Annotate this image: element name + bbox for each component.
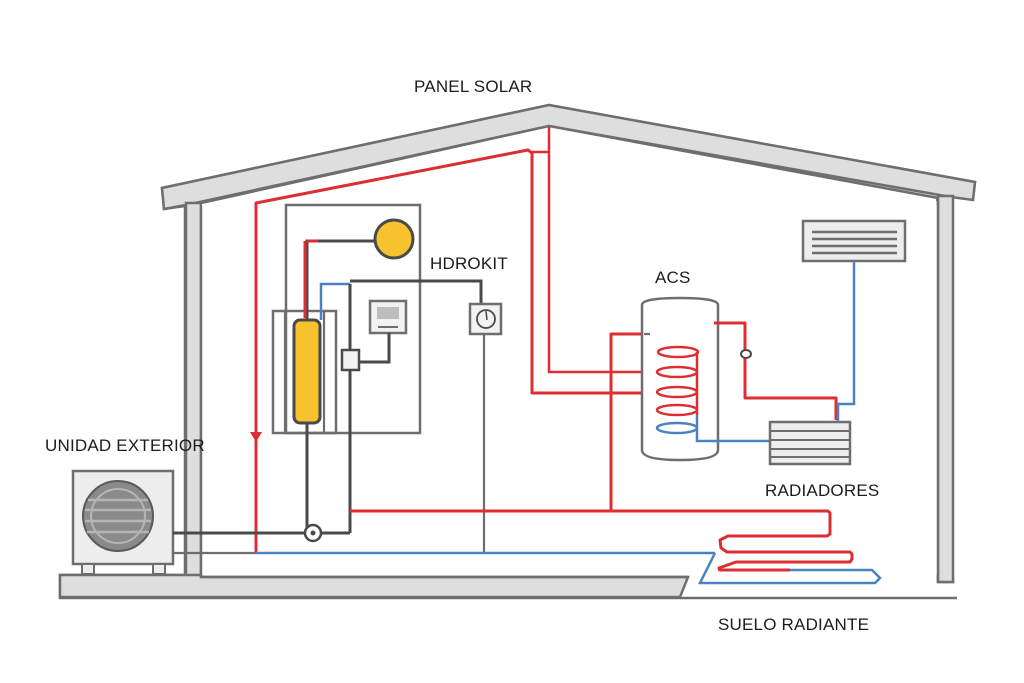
main-pipes [173, 332, 882, 585]
left-wall [184, 201, 203, 580]
label-hidrokit: HDROKIT [430, 254, 508, 273]
radiators [768, 420, 852, 466]
right-wall [936, 194, 955, 584]
acs-feed-pipe [609, 332, 648, 511]
valve-box [340, 348, 361, 372]
underfloor-return-pipe [697, 552, 882, 585]
thermostat-dial-icon [476, 309, 496, 329]
label-suelo-radiante: SUELO RADIANTE [718, 615, 869, 634]
fan-coil-body [801, 219, 907, 263]
control-panel-screen [377, 307, 399, 319]
hidrokit [271, 203, 483, 533]
label-unidad-exterior: UNIDAD EXTERIOR [45, 436, 205, 455]
acs-outlet-pipe [714, 321, 838, 420]
acs-tank-body [640, 296, 720, 462]
buffer-tank [292, 318, 322, 425]
label-panel-solar: PANEL SOLAR [414, 77, 532, 96]
expansion-vessel-icon [373, 218, 415, 260]
label-acs: ACS [655, 268, 691, 287]
floor-slab [58, 573, 690, 599]
solar-feed-pipe [254, 148, 641, 440]
underfloor-supply-pipe [350, 509, 854, 572]
outdoor-unit [71, 469, 175, 575]
thermostat [468, 302, 503, 553]
house-structure [58, 103, 977, 600]
control-wire [358, 333, 391, 364]
cold-link-pipe [319, 282, 350, 320]
fan-icon [82, 480, 154, 552]
flow-arrow-icon [250, 432, 262, 442]
label-radiadores: RADIADORES [765, 481, 879, 500]
acs-tank [640, 296, 838, 462]
acs-valve-icon [740, 349, 752, 359]
fan-coil [801, 219, 907, 422]
fan-coil-pipe [836, 261, 856, 422]
